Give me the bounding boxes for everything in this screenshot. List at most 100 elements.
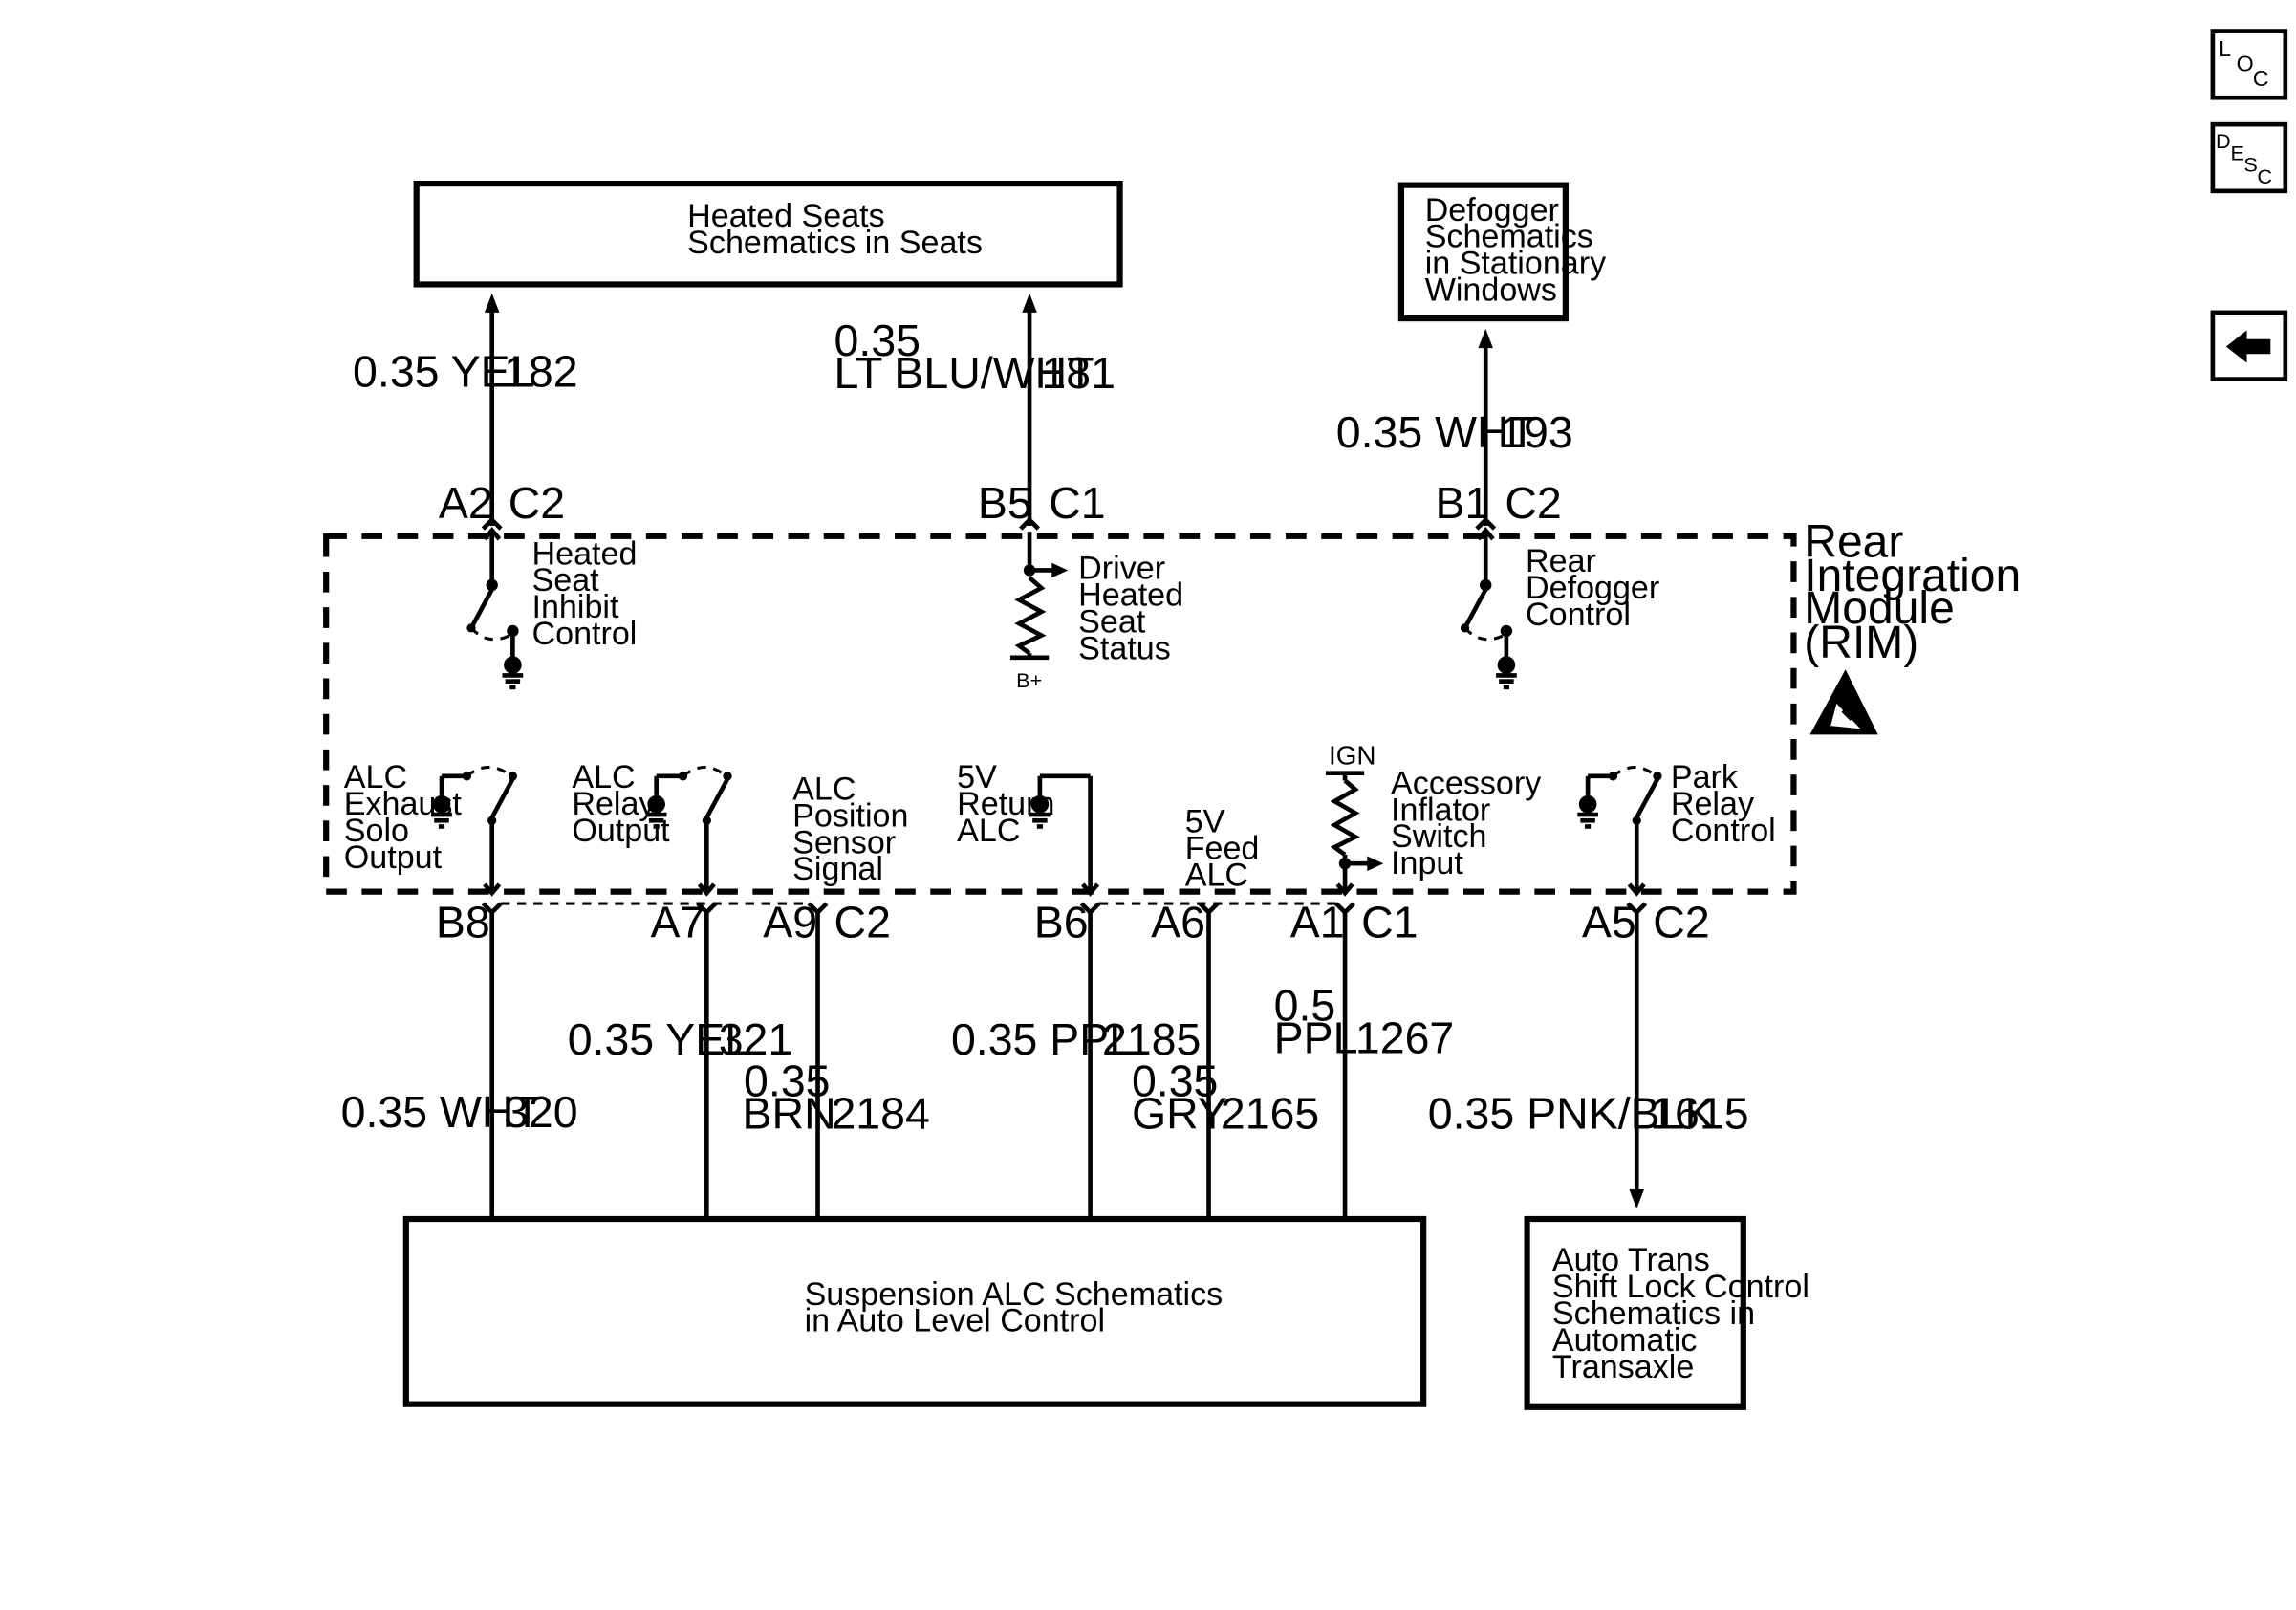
driver-status-label-1: Driver xyxy=(1078,551,1165,587)
wire-321: 0.35 YEL 321 xyxy=(568,912,793,1220)
position-label-2: Position xyxy=(792,797,908,834)
defogger-line2: Schematics xyxy=(1425,219,1593,255)
connector-c2-b1: C2 xyxy=(1505,478,1561,528)
wire-320: 0.35 WHT 320 xyxy=(341,912,578,1220)
suspension-alc-box[interactable]: Suspension ALC Schematics in Auto Level … xyxy=(402,1215,1427,1407)
inflator-label-2: Inflator xyxy=(1391,792,1490,828)
desc-letter-c: C xyxy=(2257,164,2272,188)
pin-a7: A7 xyxy=(650,898,704,947)
pin-a2: A2 xyxy=(439,478,493,528)
wire-321-circuit: 321 xyxy=(719,1014,793,1064)
rim-module-border xyxy=(323,533,1797,895)
connector-c1-b5: C1 xyxy=(1049,478,1105,528)
auto-trans-line1: Auto Trans xyxy=(1552,1242,1710,1278)
wire-181: 0.35 LT BLU/WHT 181 B5 C1 xyxy=(834,293,1116,528)
driver-status-label-3: Seat xyxy=(1078,604,1146,641)
wire-2185-gauge: 0.35 PPL xyxy=(951,1014,1134,1064)
pin-b1: B1 xyxy=(1436,478,1490,528)
wire-1267-color: PPL xyxy=(1274,1012,1358,1062)
return-label-1: 5V xyxy=(957,759,997,795)
return-5v-alc: 5V Return ALC xyxy=(957,759,1100,897)
park-label-2: Relay xyxy=(1671,786,1754,822)
feed-label-2: Feed xyxy=(1185,831,1260,867)
loc-letter-o: O xyxy=(2237,51,2254,76)
loc-button[interactable]: L O C xyxy=(2210,29,2288,100)
defogger-line1: Defogger xyxy=(1425,192,1559,228)
inhibit-label-3: Inhibit xyxy=(532,589,619,625)
defogger-line3: in Stationary xyxy=(1425,246,1606,282)
pin-b5: B5 xyxy=(978,478,1032,528)
wire-2184-circuit: 2184 xyxy=(831,1089,929,1139)
desc-letter-e: E xyxy=(2230,141,2243,164)
accessory-inflator-input: IGN Accessory Inflator Switch Input xyxy=(1325,740,1541,897)
pin-a6: A6 xyxy=(1151,898,1205,947)
wire-2184-color: BRN xyxy=(743,1089,836,1139)
wire-1267-gauge: 0.5 xyxy=(1274,980,1336,1030)
inflator-label-4: Input xyxy=(1391,845,1463,881)
defog-label-1: Rear xyxy=(1526,543,1596,579)
auto-trans-box[interactable]: Auto Trans Shift Lock Control Schematics… xyxy=(1524,1215,1809,1410)
park-label-3: Control xyxy=(1671,813,1776,849)
suspension-line1: Suspension ALC Schematics xyxy=(805,1276,1224,1313)
return-label-3: ALC xyxy=(957,813,1020,849)
driver-status-label-2: Heated xyxy=(1078,577,1183,614)
wire-1615-circuit: 1615 xyxy=(1650,1089,1748,1139)
wire-2185-circuit: 2185 xyxy=(1102,1014,1201,1064)
top-connector-marks xyxy=(481,516,1497,531)
park-relay-switch: Park Relay Control xyxy=(1577,759,1776,897)
desc-button[interactable]: D E S C xyxy=(2210,121,2288,194)
relay-label-2: Relay xyxy=(572,786,655,822)
wire-193: 0.35 WHT 193 B1 C2 xyxy=(1336,328,1573,528)
wire-182: 0.35 YEL 182 A2 C2 xyxy=(353,293,578,528)
ign-label: IGN xyxy=(1329,740,1376,770)
desc-letter-s: S xyxy=(2243,153,2257,177)
rim-title-line2: Integration xyxy=(1804,551,2021,601)
wire-1267: 0.5 PPL 1267 xyxy=(1274,912,1454,1220)
inflator-label-3: Switch xyxy=(1391,818,1486,855)
rim-title-line4: (RIM) xyxy=(1804,618,1918,668)
driver-status-label-4: Status xyxy=(1078,630,1171,666)
pin-a5: A5 xyxy=(1582,898,1636,947)
exhaust-label-4: Output xyxy=(344,839,443,876)
alc-relay-switch: ALC Relay Output xyxy=(572,759,732,897)
pin-a1: A1 xyxy=(1290,898,1345,947)
wire-320-gauge: 0.35 WHT xyxy=(341,1087,541,1137)
arrow-left-icon xyxy=(2225,330,2271,363)
defog-label-2: Defogger xyxy=(1526,570,1659,606)
wire-2165-color: GRY xyxy=(1132,1089,1227,1139)
return-label-2: Return xyxy=(957,786,1054,822)
feed-label-1: 5V xyxy=(1185,804,1225,840)
wire-182-circuit: 182 xyxy=(504,346,578,396)
inhibit-label-1: Heated xyxy=(532,535,638,572)
wire-1615-gauge: 0.35 PNK/BLK xyxy=(1428,1089,1715,1139)
defogger-box[interactable]: Defogger Schematics in Stationary Window… xyxy=(1397,182,1606,322)
heated-seat-inhibit-switch: Heated Seat Inhibit Control xyxy=(466,526,638,690)
park-label-1: Park xyxy=(1671,759,1739,795)
heated-seats-box[interactable]: Heated Seats Schematics in Seats xyxy=(413,181,1123,288)
alc-exhaust-switch: ALC Exhaust Solo Output xyxy=(344,759,518,897)
heated-seats-line2: Schematics in Seats xyxy=(687,225,983,261)
bottom-pin-labels: B8 A7 A9 C2 B6 A6 A1 C1 A5 C2 xyxy=(436,898,1710,947)
position-label-3: Sensor xyxy=(792,824,896,860)
bplus-label: B+ xyxy=(1016,668,1042,692)
suspension-line2: in Auto Level Control xyxy=(805,1303,1105,1339)
back-button[interactable] xyxy=(2210,310,2288,381)
loc-letter-c: C xyxy=(2253,66,2269,91)
auto-trans-line3: Schematics in xyxy=(1552,1295,1755,1332)
wire-182-gauge: 0.35 YEL xyxy=(353,346,534,396)
wire-181-gauge: 0.35 xyxy=(834,315,921,365)
wire-2165-circuit: 2165 xyxy=(1221,1089,1319,1139)
relay-label-1: ALC xyxy=(572,759,635,795)
inhibit-label-4: Control xyxy=(532,616,638,652)
exhaust-label-1: ALC xyxy=(344,759,407,795)
alc-position-sensor: ALC Position Sensor Signal xyxy=(792,772,908,888)
pin-b8: B8 xyxy=(436,898,490,947)
auto-trans-line5: Transaxle xyxy=(1552,1349,1694,1385)
wire-2184-gauge: 0.35 xyxy=(744,1055,830,1105)
relay-label-3: Output xyxy=(572,813,670,849)
wire-2185: 0.35 PPL 2185 xyxy=(951,912,1201,1220)
pin-b6: B6 xyxy=(1034,898,1089,947)
defog-label-3: Control xyxy=(1526,597,1631,633)
auto-trans-line4: Automatic xyxy=(1552,1322,1698,1359)
